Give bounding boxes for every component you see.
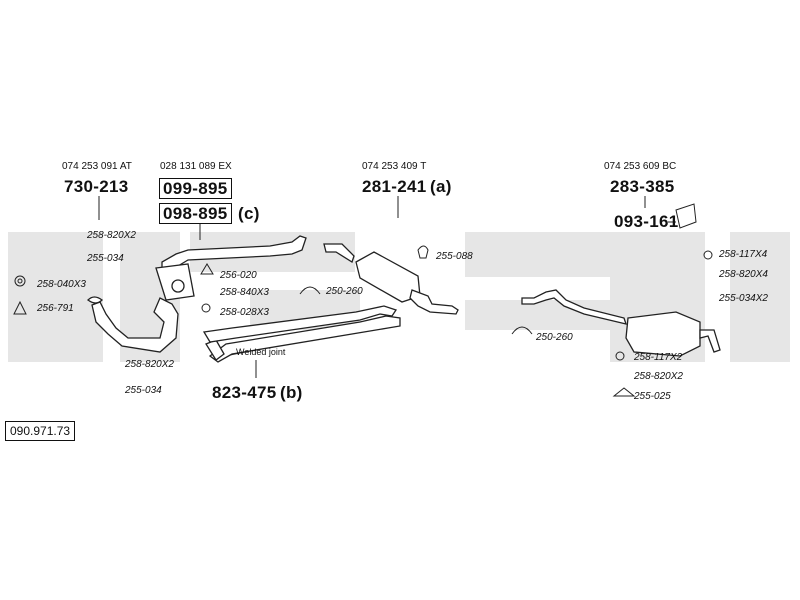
ref-028-131-089-ex: 028 131 089 EX (160, 161, 232, 172)
ref-074-253-609-bc: 074 253 609 BC (604, 161, 677, 172)
middle-muffler (323, 243, 459, 315)
part-823-475: 823-475 (212, 383, 277, 402)
part-099-895: 099-895 (159, 178, 232, 199)
small-part-label: 250-260 (326, 286, 363, 297)
small-part-label: 255-088 (436, 251, 473, 262)
small-part-label: 256-791 (37, 303, 74, 314)
document-number: 090.971.73 (5, 421, 76, 441)
suffix-c: (c) (238, 204, 260, 223)
small-part-label: 258-117X2 (634, 352, 683, 363)
small-part-label: 258-820X4 (719, 269, 768, 280)
ref-074-253-091-at: 074 253 091 AT (62, 161, 132, 172)
small-part-label: 258-028X3 (220, 307, 269, 318)
small-part-label: 258-820X2 (634, 371, 683, 382)
small-part-label: 255-034 (87, 253, 124, 264)
part-281-241: 281-241 (362, 177, 427, 196)
small-part-label: 258-820X2 (125, 359, 174, 370)
small-part-label: 255-025 (634, 391, 671, 402)
small-part-label: 255-034 (125, 385, 162, 396)
part-098-895: 098-895 (159, 203, 232, 224)
fittings (13, 203, 713, 397)
part-093-161: 093-161 (614, 212, 679, 231)
small-part-label: 258-820X2 (87, 230, 136, 241)
small-part-label: 258-040X3 (37, 279, 86, 290)
welded-joint-note: Welded joint (236, 347, 286, 357)
ref-074-253-409-t: 074 253 409 T (362, 161, 427, 172)
small-part-label: 258-117X4 (719, 249, 768, 260)
small-part-label: 250-260 (536, 332, 573, 343)
part-283-385: 283-385 (610, 177, 675, 196)
small-part-label: 255-034X2 (719, 293, 768, 304)
suffix-a: (a) (430, 177, 452, 196)
suffix-b: (b) (280, 383, 303, 402)
small-part-label: 256-020 (220, 270, 257, 281)
rear-muffler (521, 289, 721, 357)
part-730-213: 730-213 (64, 177, 129, 196)
small-part-label: 258-840X3 (220, 287, 269, 298)
front-downpipe (87, 235, 401, 363)
